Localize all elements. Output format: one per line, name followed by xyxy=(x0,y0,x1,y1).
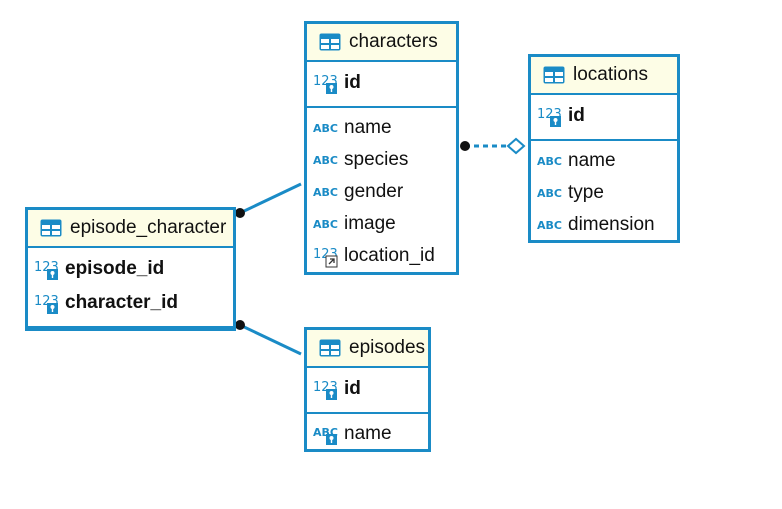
svg-text:ABC: ABC xyxy=(313,122,338,135)
column-name: id xyxy=(344,72,361,93)
text-type-icon: ABC xyxy=(313,180,341,204)
column-row-dimension[interactable]: ABC dimension xyxy=(531,209,677,241)
relationship-end-dot xyxy=(460,141,470,151)
column-name: name xyxy=(344,117,392,138)
column-name: image xyxy=(344,213,396,234)
relationship-end-dot xyxy=(235,208,245,218)
table-icon xyxy=(319,33,341,51)
svg-text:ABC: ABC xyxy=(313,186,338,199)
column-name: id xyxy=(344,378,361,399)
table-icon xyxy=(319,339,341,357)
column-name: episode_id xyxy=(65,258,165,279)
text-type-icon: ABC xyxy=(537,181,565,205)
int-key-icon: 123 xyxy=(34,291,62,315)
text-type-icon: ABC xyxy=(313,116,341,140)
int-foreign-key-icon: 123 xyxy=(313,244,341,268)
entity-title: episode_character xyxy=(70,217,227,238)
table-icon xyxy=(40,219,62,237)
int-key-icon: 123 xyxy=(313,71,341,95)
column-name: location_id xyxy=(344,245,435,266)
text-key-icon: ABC xyxy=(313,422,341,446)
column-name: name xyxy=(344,423,392,444)
column-name: type xyxy=(568,182,604,203)
entity-title: locations xyxy=(573,64,648,85)
column-row-species[interactable]: ABC species xyxy=(307,144,456,176)
int-key-icon: 123 xyxy=(537,104,565,128)
entity-header[interactable]: locations xyxy=(531,57,677,95)
empty-column-section xyxy=(28,328,233,334)
int-key-icon: 123 xyxy=(34,257,62,281)
relationship-end-diamond xyxy=(506,137,526,155)
text-type-icon: ABC xyxy=(537,213,565,237)
column-name: gender xyxy=(344,181,404,202)
column-name: id xyxy=(568,105,585,126)
table-icon xyxy=(543,66,565,84)
svg-text:ABC: ABC xyxy=(313,154,338,167)
column-name: name xyxy=(568,150,616,171)
entity-header[interactable]: episode_character xyxy=(28,210,233,248)
svg-text:ABC: ABC xyxy=(537,155,562,168)
column-row-name[interactable]: ABC name xyxy=(307,112,456,144)
column-name: character_id xyxy=(65,292,179,313)
svg-text:ABC: ABC xyxy=(537,219,562,232)
entity-header[interactable]: characters xyxy=(307,24,456,62)
column-row-gender[interactable]: ABC gender xyxy=(307,176,456,208)
column-row-type[interactable]: ABC type xyxy=(531,177,677,209)
int-key-icon: 123 xyxy=(313,377,341,401)
column-name: dimension xyxy=(568,214,655,235)
text-type-icon: ABC xyxy=(537,149,565,173)
column-row-name[interactable]: ABC name xyxy=(531,145,677,177)
text-type-icon: ABC xyxy=(313,212,341,236)
relationship-end-dot xyxy=(235,320,245,330)
svg-text:ABC: ABC xyxy=(537,187,562,200)
column-name: species xyxy=(344,149,409,170)
entity-title: characters xyxy=(349,31,438,52)
svg-text:ABC: ABC xyxy=(313,218,338,231)
column-row-image[interactable]: ABC image xyxy=(307,208,456,240)
relationship-episode-character-episodes[interactable] xyxy=(239,323,302,356)
text-type-icon: ABC xyxy=(313,148,341,172)
entity-title: episodes xyxy=(349,337,426,358)
relationship-episode-character-characters[interactable] xyxy=(239,182,302,215)
entity-header[interactable]: episodes xyxy=(307,330,428,368)
